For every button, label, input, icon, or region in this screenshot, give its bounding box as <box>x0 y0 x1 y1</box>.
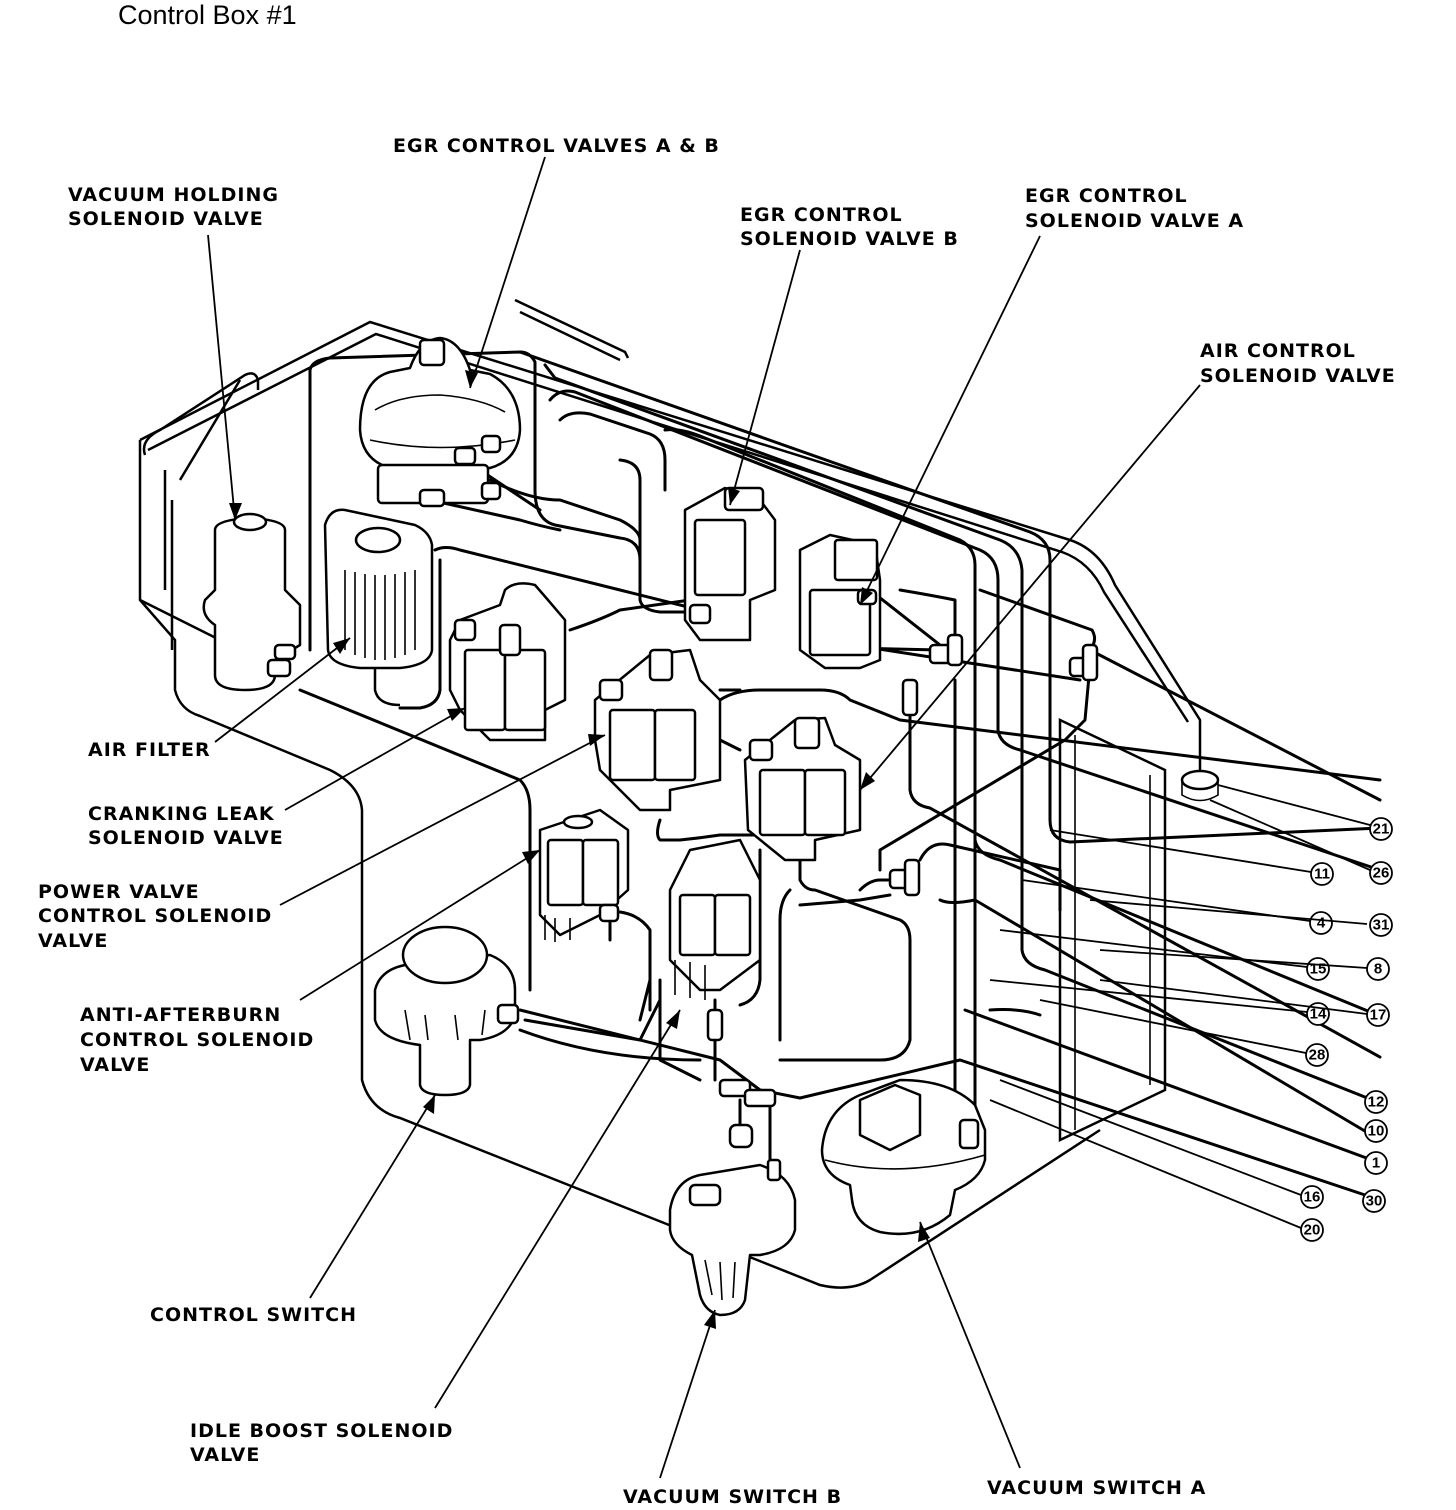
label-anti-afterburn-line3: VALVE <box>80 1054 150 1076</box>
hose-number-15: 15 <box>1306 957 1330 981</box>
svg-text:30: 30 <box>1366 1193 1383 1210</box>
egr-control-valves-drawing <box>358 336 522 508</box>
vacuum-switch-a-drawing <box>820 1078 987 1236</box>
anti-afterburn-solenoid-drawing <box>538 808 630 942</box>
label-egr-solenoid-a-line2: SOLENOID VALVE A <box>1025 210 1244 232</box>
svg-text:1: 1 <box>1372 1155 1380 1172</box>
air-control-solenoid-drawing <box>743 716 862 862</box>
leader-lines <box>207 156 1201 1479</box>
label-power-valve-line3: VALVE <box>38 930 108 952</box>
egr-solenoid-b-drawing <box>683 486 777 642</box>
control-box-housing <box>138 298 1220 1289</box>
svg-text:20: 20 <box>1304 1222 1321 1239</box>
idle-boost-solenoid-drawing <box>668 838 762 1042</box>
vacuum-switch-b-drawing <box>668 1123 797 1317</box>
svg-text:15: 15 <box>1310 961 1327 978</box>
label-vacuum-switch-b: VACUUM SWITCH B <box>623 1486 842 1508</box>
diagram-title: Control Box #1 <box>118 0 297 30</box>
label-egr-control-valves: EGR CONTROL VALVES A & B <box>393 135 720 157</box>
svg-text:16: 16 <box>1304 1189 1321 1206</box>
svg-text:11: 11 <box>1314 866 1330 883</box>
hose-number-leads <box>989 829 1368 1229</box>
hose-number-1: 1 <box>1364 1151 1388 1175</box>
label-anti-afterburn-line2: CONTROL SOLENOID <box>80 1029 314 1051</box>
hose-number-11: 11 <box>1310 862 1334 886</box>
label-air-filter: AIR FILTER <box>88 739 211 761</box>
label-egr-solenoid-b-line1: EGR CONTROL <box>740 204 903 226</box>
hose-number-20: 20 <box>1300 1218 1324 1242</box>
label-power-valve-line2: CONTROL SOLENOID <box>38 905 272 927</box>
label-idle-boost-line2: VALVE <box>190 1444 260 1466</box>
label-air-control-line2: SOLENOID VALVE <box>1200 365 1396 387</box>
vacuum-hoses <box>298 350 1382 1202</box>
svg-text:12: 12 <box>1368 1094 1385 1111</box>
label-power-valve-line1: POWER VALVE <box>38 881 200 903</box>
label-air-control-line1: AIR CONTROL <box>1200 340 1356 362</box>
hose-number-4: 4 <box>1309 911 1333 935</box>
label-vacuum-holding-line1: VACUUM HOLDING <box>68 184 279 206</box>
label-vacuum-switch-a: VACUUM SWITCH A <box>987 1477 1206 1499</box>
hose-number-21: 21 <box>1369 817 1393 841</box>
hose-number-31: 31 <box>1369 913 1393 937</box>
svg-text:28: 28 <box>1309 1047 1326 1064</box>
hose-number-16: 16 <box>1300 1185 1324 1209</box>
label-cranking-leak-line2: SOLENOID VALVE <box>88 827 284 849</box>
svg-text:4: 4 <box>1317 915 1326 932</box>
tee-fittings <box>718 633 1099 1108</box>
label-egr-solenoid-b-line2: SOLENOID VALVE B <box>740 228 959 250</box>
hose-number-12: 12 <box>1364 1090 1388 1114</box>
label-cranking-leak-line1: CRANKING LEAK <box>88 803 275 825</box>
vacuum-holding-solenoid-drawing <box>202 512 302 692</box>
label-control-switch: CONTROL SWITCH <box>150 1304 357 1326</box>
svg-text:14: 14 <box>1310 1006 1327 1023</box>
egr-solenoid-a-drawing <box>798 533 882 670</box>
control-switch-drawing <box>373 925 520 1097</box>
svg-text:8: 8 <box>1374 961 1382 978</box>
svg-text:21: 21 <box>1373 821 1390 838</box>
cranking-leak-solenoid-drawing <box>448 582 567 742</box>
svg-text:26: 26 <box>1373 865 1390 882</box>
hose-number-17: 17 <box>1366 1003 1390 1027</box>
label-egr-solenoid-a-line1: EGR CONTROL <box>1025 185 1188 207</box>
hose-number-26: 26 <box>1369 861 1393 885</box>
hose-number-callouts: 21 26 11 31 4 8 15 17 14 28 12 10 1 30 1… <box>1300 817 1393 1242</box>
label-anti-afterburn-line1: ANTI-AFTERBURN <box>80 1004 281 1026</box>
hose-number-10: 10 <box>1364 1119 1388 1143</box>
hose-number-30: 30 <box>1362 1189 1386 1213</box>
callout-wires <box>1209 784 1371 871</box>
hose-number-28: 28 <box>1305 1043 1329 1067</box>
svg-text:10: 10 <box>1368 1123 1385 1140</box>
svg-text:31: 31 <box>1373 917 1390 934</box>
label-idle-boost-line1: IDLE BOOST SOLENOID <box>190 1420 453 1442</box>
air-filter-drawing <box>323 508 434 707</box>
label-vacuum-holding-line2: SOLENOID VALVE <box>68 208 264 230</box>
hose-number-8: 8 <box>1366 957 1390 981</box>
leader-arrowheads <box>229 370 930 1329</box>
svg-text:17: 17 <box>1370 1007 1387 1024</box>
power-valve-solenoid-drawing <box>593 648 722 812</box>
